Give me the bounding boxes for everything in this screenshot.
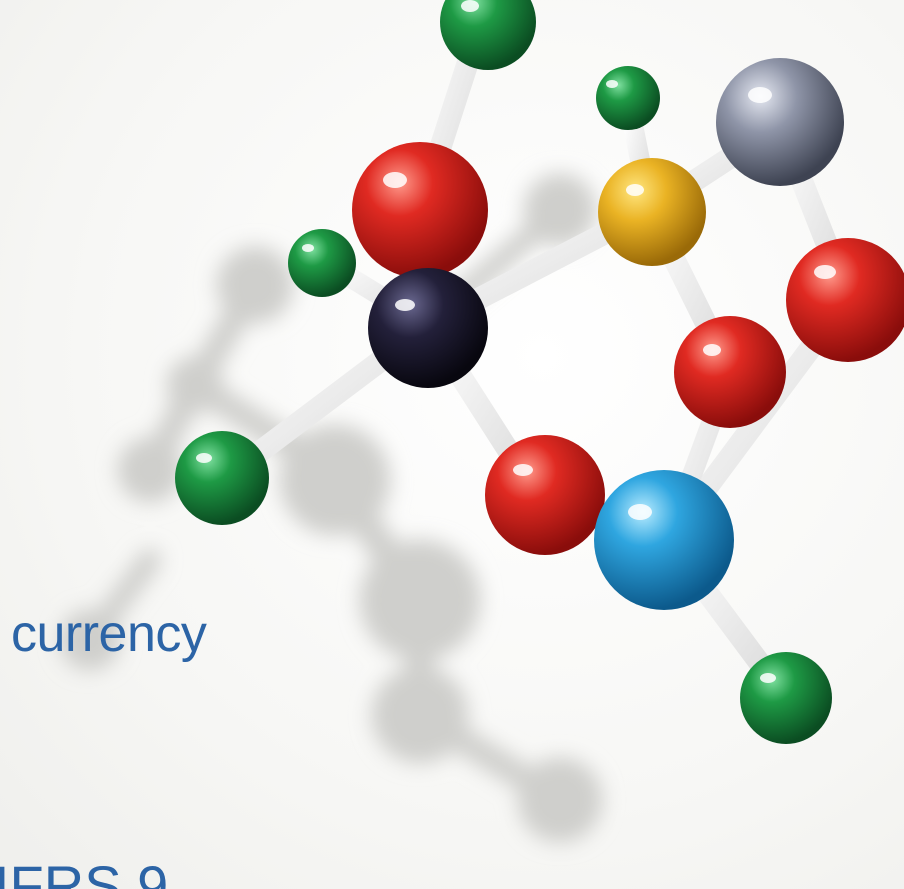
atom-highlights bbox=[196, 0, 836, 683]
molecule-shadow bbox=[59, 173, 603, 843]
slide-text-ifrs9: IFRS 9 bbox=[0, 854, 169, 889]
slide-text-currency: l currency bbox=[0, 605, 207, 663]
green-atom-left-small bbox=[288, 229, 356, 297]
green-atom-left bbox=[175, 431, 269, 525]
green-atom-bottom bbox=[740, 652, 832, 744]
red-atom-right-back bbox=[674, 316, 786, 428]
blue-atom bbox=[594, 470, 734, 610]
red-atom-bottom bbox=[485, 435, 605, 555]
black-atom bbox=[368, 268, 488, 388]
yellow-atom bbox=[598, 158, 706, 266]
green-atom-top-small bbox=[596, 66, 660, 130]
green-atom-top bbox=[440, 0, 536, 70]
red-atom-top bbox=[352, 142, 488, 278]
silver-atom bbox=[716, 58, 844, 186]
